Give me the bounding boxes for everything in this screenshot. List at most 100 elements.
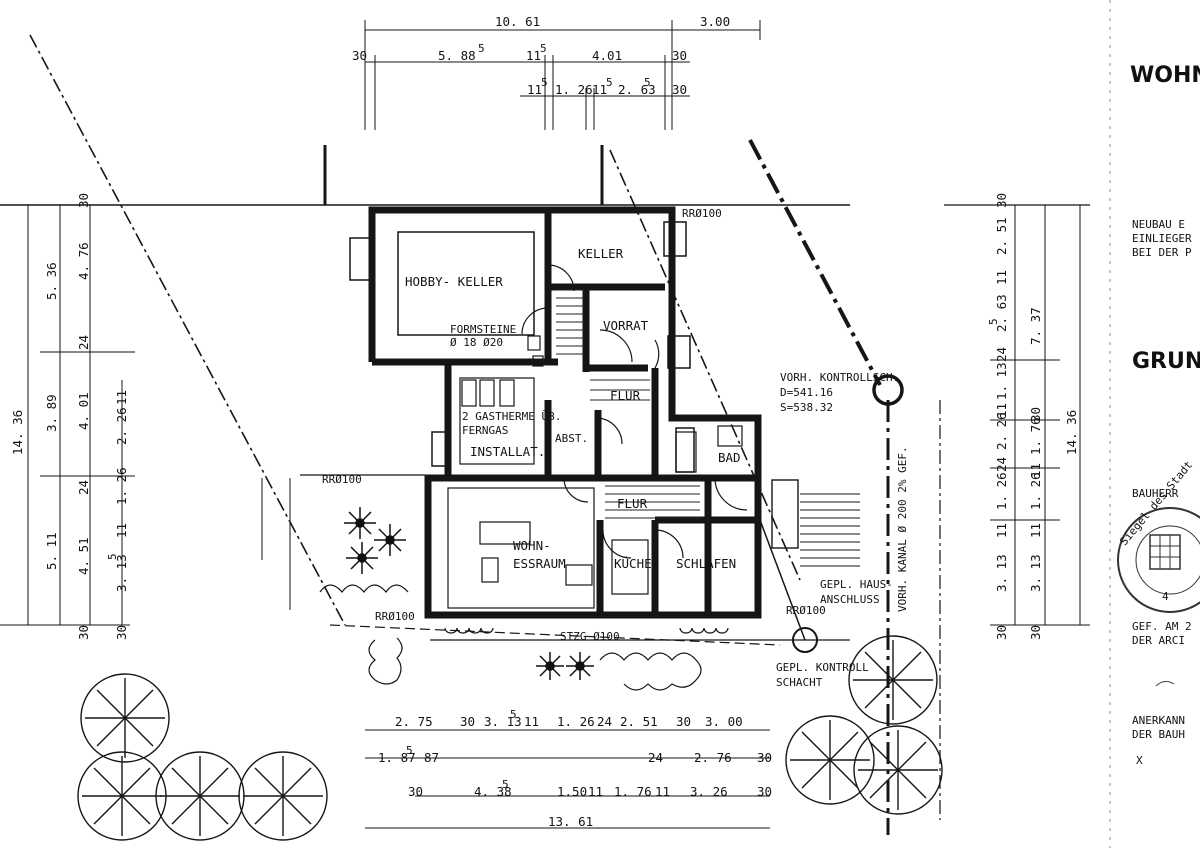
dim-bottom-r2-4: 30: [757, 750, 772, 765]
property-line-left: [29, 34, 346, 626]
dimension-lines: [0, 20, 1090, 829]
drawn-line-1: DER ARCI: [1132, 634, 1185, 647]
dim-bottom-r2-3: 2. 76: [694, 750, 732, 765]
dim-right-c-4: 1. 26: [1028, 472, 1043, 510]
dim-left-c-5: 3. 13: [114, 554, 129, 592]
hedges: [319, 584, 729, 691]
annotations: FORMSTEINE Ø 18 Ø20 RRØ100 RRØ100 RRØ100…: [322, 207, 909, 689]
shrubs: [344, 507, 594, 680]
kontroll-label-2: D=541.16: [780, 386, 833, 399]
dim-right-c-2: 1. 76: [1028, 417, 1043, 455]
room-kueche: KÜCHE: [614, 555, 652, 571]
dim-left-b-1: 24: [76, 335, 91, 350]
hausanschluss-label-1: GEPL. HAUS-: [820, 578, 893, 591]
dim-top-r3-d-sup: 5: [644, 76, 651, 89]
site-lines: [0, 34, 1090, 835]
formsteine-label: FORMSTEINE: [450, 323, 516, 336]
room-abst: ABST.: [555, 432, 588, 445]
dim-top-total-b: 3.00: [700, 14, 730, 29]
room-hobby-keller: HOBBY- KELLER: [405, 274, 503, 289]
furniture: [461, 335, 743, 595]
dim-bottom-r1-3: 11: [524, 714, 539, 729]
approved-line-1: DER BAUH: [1132, 728, 1185, 741]
dim-right-b-1: 11: [994, 270, 1009, 285]
dim-left-c-1: 2. 26: [114, 407, 129, 445]
dim-bottom-r1-2: 3. 13: [484, 714, 522, 729]
dim-bottom-r2-sup: 5: [406, 744, 413, 757]
room-wohn-2: ESSRAUM: [513, 556, 566, 571]
dim-top-r3-a: 11: [527, 82, 542, 97]
dim-right-b-5: 11: [994, 403, 1009, 418]
planned-manhole-label-2: SCHACHT: [776, 676, 823, 689]
dim-top-r3-c-sup: 5: [606, 76, 613, 89]
dim-top-r3-a-sup: 5: [541, 76, 548, 89]
door-swings: [521, 264, 748, 559]
dim-right-b-4: 1. 13: [994, 362, 1009, 400]
drawn-line-0: GEF. AM 2: [1132, 620, 1192, 633]
dim-left-total: 14. 36: [10, 410, 25, 455]
terrace-steps: [771, 479, 860, 567]
room-flur-upper: FLUR: [610, 388, 641, 403]
official-seal: Siegel des Stadt 4: [1117, 459, 1200, 613]
property-line-right: [609, 149, 801, 581]
dim-right-b-10: 3. 13: [994, 554, 1009, 592]
room-keller: KELLER: [578, 246, 624, 261]
dim-right-b-11: 30: [994, 625, 1009, 640]
approval-mark: X: [1136, 754, 1143, 767]
planned-manhole: [792, 627, 818, 653]
dim-left-c-0: 30: [76, 193, 91, 208]
stair-hatch: [556, 289, 700, 519]
dim-bottom-r3-2: 1.50: [557, 784, 587, 799]
dim-left-b-2: 4. 01: [76, 392, 91, 430]
dim-bottom-r1-sup: 5: [510, 708, 517, 721]
gastherme-label-1: 2 GASTHERME ÜB.: [462, 410, 561, 423]
seal-number: 4: [1162, 590, 1169, 603]
dim-top-r3-e: 30: [672, 82, 687, 97]
dim-left-b-5: 30: [76, 625, 91, 640]
dim-left-c-3: 1. 26: [114, 467, 129, 505]
dim-left-c-4: 11: [114, 523, 129, 538]
dim-bottom-r2-1: 87: [424, 750, 439, 765]
dim-bottom-r1-5: 24: [597, 714, 612, 729]
dim-bottom-total: 13. 61: [548, 814, 593, 829]
dim-bottom-r3-3: 11: [588, 784, 603, 799]
dim-top-r3-b: 1. 26: [555, 82, 593, 97]
gastherme-label-2: FERNGAS: [462, 424, 508, 437]
dim-right-c-3: 11: [1028, 463, 1043, 478]
dims-bottom: 2. 75 30 3. 13 5 11 1. 26 24 2. 51 30 3.…: [378, 708, 772, 829]
kontroll-label-3: S=538.32: [780, 401, 833, 414]
owner-label: BAUHERR: [1132, 487, 1179, 500]
room-schlafen: SCHLAFEN: [676, 556, 736, 571]
dim-left-a-0: 5. 36: [44, 262, 59, 300]
rr-bottom-right-label: RRØ100: [786, 604, 826, 617]
dim-bottom-r3-sup: 5: [502, 778, 509, 791]
dim-right-c-0: 7. 37: [1028, 307, 1043, 345]
dim-bottom-r1-8: 3. 00: [705, 714, 743, 729]
trees: [77, 635, 943, 841]
dim-right-b-8: 1. 26: [994, 472, 1009, 510]
dim-right-b-6: 2. 26: [994, 412, 1009, 450]
dim-left-b-0: 4. 76: [76, 242, 91, 280]
dim-top-r2-e: 30: [672, 48, 687, 63]
dim-top-r2-b: 5. 88: [438, 48, 476, 63]
title-block-title: WOHN: [1130, 63, 1200, 88]
stzg-label: STZG Ø100: [560, 630, 620, 643]
room-installat: INSTALLAT.: [470, 444, 545, 459]
room-labels: HOBBY- KELLER KELLER VORRAT FLUR ABST. I…: [405, 246, 741, 571]
dim-right-c-5: 11: [1028, 523, 1043, 538]
dim-top-r2-b-sup: 5: [478, 42, 485, 55]
dim-top-r2-c: 11: [526, 48, 541, 63]
formsteine-sizes: Ø 18 Ø20: [450, 336, 503, 349]
dim-bottom-r3-7: 30: [757, 784, 772, 799]
dim-left-c-6: 30: [114, 625, 129, 640]
room-flur-lower: FLUR: [617, 496, 648, 511]
dim-left-a-2: 5. 11: [44, 532, 59, 570]
dims-top: 10. 61 3.00 30 5. 88 5 11 5 4.01 30 11 5…: [352, 14, 730, 97]
room-vorrat: VORRAT: [603, 318, 649, 333]
dim-bottom-r1-6: 2. 51: [620, 714, 658, 729]
dims-left: 14. 36 5. 36 3. 89 5. 11 4. 76 24 4. 01 …: [10, 193, 129, 640]
dim-left-b-3: 24: [76, 480, 91, 495]
dim-right-sup: 5: [987, 318, 1000, 325]
dim-bottom-r3-0: 30: [408, 784, 423, 799]
